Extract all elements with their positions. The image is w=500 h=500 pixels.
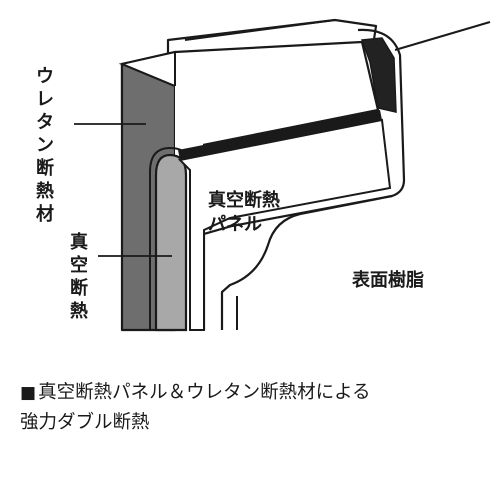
caption-line-2: 強力ダブル断熱	[20, 408, 490, 437]
lid-plate-edge	[184, 19, 336, 41]
caption-text-2: 強力ダブル断熱	[20, 412, 150, 433]
label-vacuum-4: 熱	[70, 300, 88, 322]
outer-right-wall	[202, 28, 406, 330]
frame-band	[178, 110, 382, 160]
label-urethane-4: ン	[36, 135, 54, 156]
caption-line-1: ■真空断熱パネル＆ウレタン断熱材による	[20, 378, 490, 408]
panel-face	[177, 118, 392, 331]
label-vacuum-1: 真	[70, 231, 88, 253]
label-panel-line1: 真空断熱	[208, 189, 280, 211]
door-cord	[394, 21, 491, 51]
slab-top-facet	[118, 50, 176, 88]
vacuum-panel	[154, 153, 188, 332]
label-panel-line2: パネル	[208, 214, 262, 235]
caption-text-1: 真空断熱パネル＆ウレタン断熱材による	[38, 382, 371, 403]
caption: ■真空断熱パネル＆ウレタン断熱材による 強力ダブル断熱	[20, 378, 490, 437]
label-surface-resin: 表面樹脂	[352, 269, 424, 291]
square-bullet-icon: ■	[20, 383, 37, 403]
label-urethane-1: ウ	[36, 66, 54, 87]
label-vacuum-3: 断	[70, 277, 88, 299]
label-vacuum-2: 空	[70, 254, 88, 276]
label-urethane-7: 材	[36, 203, 54, 225]
surface-resin-edge	[220, 194, 393, 330]
label-urethane-3: タ	[36, 112, 54, 133]
label-urethane-5: 断	[36, 157, 54, 179]
insulation-diagram: ウ レ タ ン 断 熱 材 真 空 断 熱 真空断熱 パネル 表面樹脂	[36, 18, 491, 332]
label-urethane-6: 熱	[36, 180, 54, 202]
dark-recess	[360, 37, 397, 113]
label-urethane-2: レ	[36, 89, 54, 110]
